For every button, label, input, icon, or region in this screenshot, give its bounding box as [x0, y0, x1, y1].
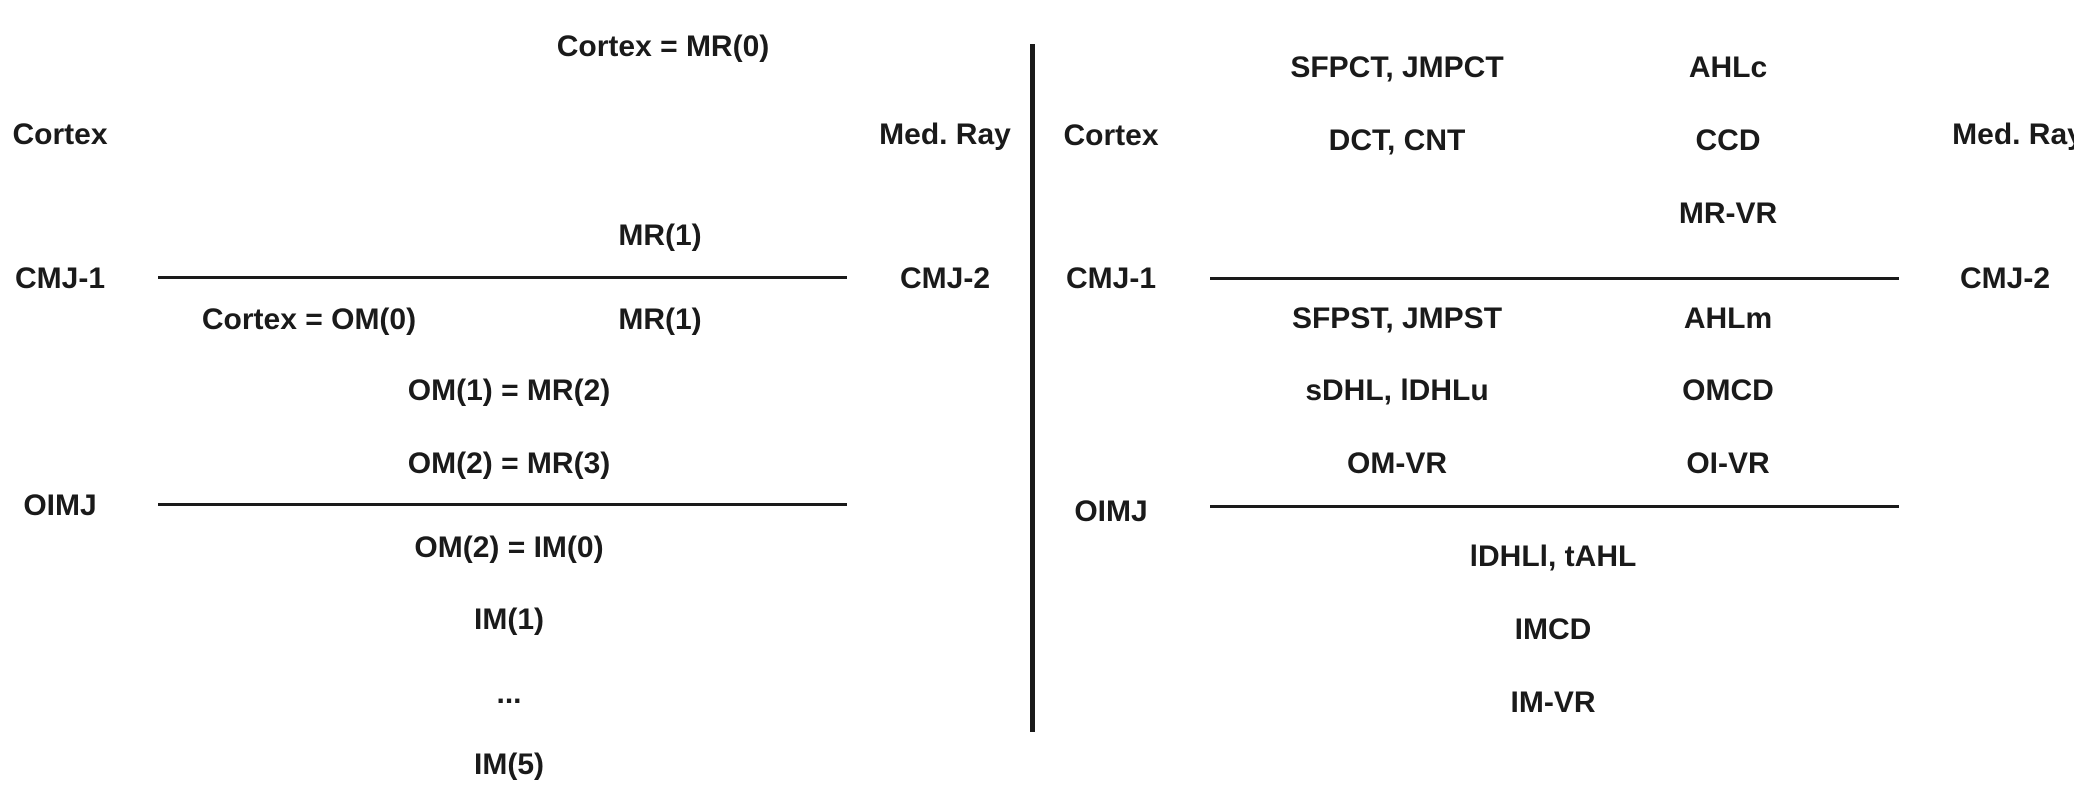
ccd-label: CCD	[1695, 124, 1761, 157]
right-med-ray-label: Med. Ray	[1952, 118, 2074, 151]
right-cmj-boundary-line	[1210, 277, 1899, 280]
im1-label: IM(1)	[474, 603, 544, 636]
sdhl-idhlu-label: sDHL, lDHLu	[1305, 374, 1489, 407]
im-vr-label: IM-VR	[1510, 686, 1596, 719]
om1-mr2-label: OM(1) = MR(2)	[407, 374, 611, 407]
om2-im0-label: OM(2) = IM(0)	[414, 531, 604, 564]
left-cortex-label: Cortex	[12, 118, 108, 151]
ahlc-label: AHLc	[1688, 51, 1768, 84]
mr1-above-label: MR(1)	[618, 219, 702, 252]
left-cmj2-label: CMJ-2	[899, 262, 991, 295]
ellipsis-label: ...	[496, 677, 522, 710]
left-cmj1-label: CMJ-1	[14, 262, 106, 295]
left-cmj-boundary-line	[158, 276, 847, 279]
cortex-om0-label: Cortex = OM(0)	[201, 303, 417, 336]
mr1-below-label: MR(1)	[618, 303, 702, 336]
omcd-label: OMCD	[1682, 374, 1774, 407]
right-oimj-boundary-line	[1210, 505, 1899, 508]
left-med-ray-label: Med. Ray	[879, 118, 1011, 151]
idhll-tahl-label: lDHLl, tAHL	[1469, 540, 1637, 573]
sfpst-jmpst-label: SFPST, JMPST	[1291, 302, 1503, 335]
om-vr-label: OM-VR	[1347, 447, 1447, 480]
dct-cnt-label: DCT, CNT	[1328, 124, 1466, 157]
imcd-label: IMCD	[1514, 613, 1592, 646]
right-oimj-label: OIMJ	[1074, 495, 1148, 528]
mr-vr-label: MR-VR	[1678, 197, 1778, 230]
right-cortex-label: Cortex	[1063, 119, 1159, 152]
panel-divider	[1030, 44, 1035, 732]
left-oimj-label: OIMJ	[23, 489, 97, 522]
im5-label: IM(5)	[474, 748, 544, 781]
oi-vr-label: OI-VR	[1686, 447, 1770, 480]
om2-mr3-label: OM(2) = MR(3)	[407, 447, 611, 480]
left-oimj-boundary-line	[158, 503, 847, 506]
right-cmj2-label: CMJ-2	[1959, 262, 2051, 295]
right-cmj1-label: CMJ-1	[1065, 262, 1157, 295]
cortex-mr0-label: Cortex = MR(0)	[556, 30, 770, 63]
sfpct-jmpct-label: SFPCT, JMPCT	[1290, 51, 1504, 84]
ahlm-label: AHLm	[1683, 302, 1773, 335]
